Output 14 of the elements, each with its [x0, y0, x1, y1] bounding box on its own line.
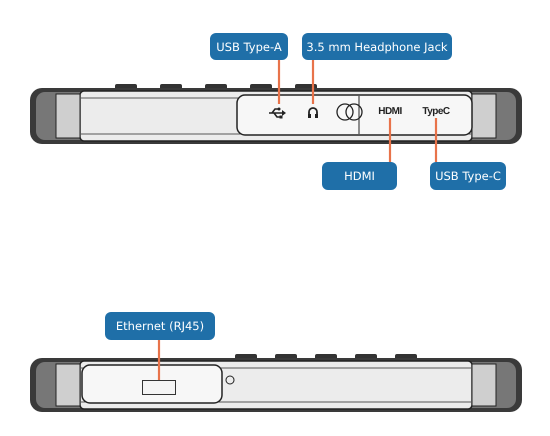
callout-label: USB Type-A: [210, 33, 288, 60]
headphone-icon: [307, 104, 319, 117]
ethernet-port: [142, 380, 176, 395]
port-marking: HDMI: [376, 104, 404, 118]
leader-line: [434, 118, 438, 162]
leader-line: [158, 340, 160, 380]
callout-label: 3.5 mm Headphone Jack: [302, 33, 452, 60]
callout-label: HDMI: [322, 162, 397, 190]
callout-label: Ethernet (RJ45): [105, 312, 215, 340]
leader-line: [278, 60, 280, 104]
callout-label: USB Type-C: [430, 162, 506, 190]
port-marking: TypeC: [419, 104, 453, 118]
leader-line: [312, 60, 314, 104]
leader-line: [388, 118, 392, 162]
